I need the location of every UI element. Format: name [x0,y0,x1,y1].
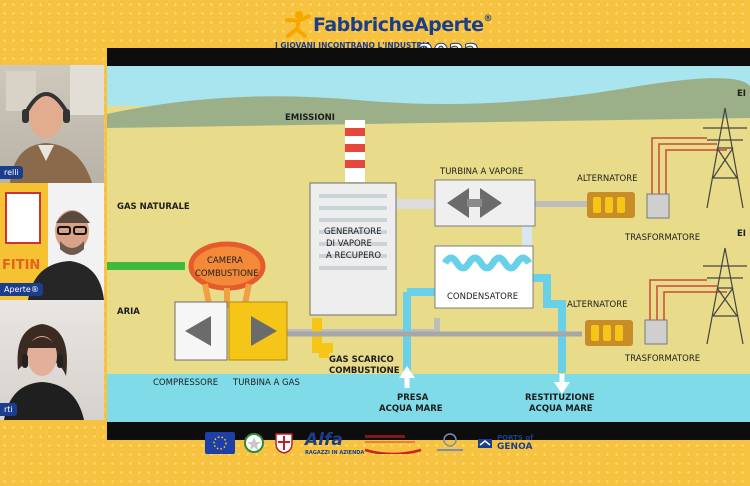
label-generatore-2: DI VAPORE [326,239,372,249]
label-compressore: COMPRESSORE [153,378,218,388]
brand-text: FabbricheAperte [313,14,484,36]
label-alternatore-top: ALTERNATORE [577,174,638,184]
participant-1-name: relli [0,166,23,179]
label-gas-scarico-1: GAS SCARICO [329,355,394,365]
participant-1-figure [6,65,104,183]
participant-3-figure [4,324,84,420]
label-edge-bottom: EI [737,229,746,239]
label-presa-1: PRESA [397,393,429,403]
combined-cycle-diagram: EMISSIONI GAS NATURALE ARIA CAMERA COMBU… [107,66,750,422]
label-turbina-gas: TURBINA A GAS [232,378,300,388]
participant-2-figure: FITIN [0,183,104,300]
label-alternatore-bottom: ALTERNATORE [567,300,628,310]
label-trasformatore-bottom: TRASFORMATORE [624,354,700,364]
ports-icon [478,439,492,448]
participant-video-2[interactable]: FITIN Aperte® [0,183,104,300]
label-presa-2: ACQUA MARE [379,404,443,414]
registered-mark: ® [483,14,492,24]
label-emissioni: EMISSIONI [285,113,335,123]
power-pylon-bottom [703,247,747,345]
label-turbina-vapore: TURBINA A VAPORE [439,167,523,177]
label-generatore-3: A RECUPERO [326,251,381,261]
genoa-text: GENOA [497,442,533,452]
label-condensatore: CONDENSATORE [447,292,518,302]
alternator-bottom [585,320,633,346]
label-camera: CAMERA [207,256,243,266]
alfa-logo: Alfa RAGAZZI IN AZIENDA [305,430,365,456]
participant-video-3[interactable]: rti [0,300,104,420]
regione-liguria-icon [273,432,295,454]
label-restituzione-2: ACQUA MARE [529,404,593,414]
participant-2-name: Aperte® [0,283,43,296]
brand-title: FabbricheAperte® [313,14,492,36]
label-restituzione-1: RESTITUZIONE [525,393,595,403]
alternator-top [587,192,635,218]
camera-commercio-logo [363,432,423,456]
label-gas-naturale: GAS NATURALE [117,202,190,212]
participant-video-1[interactable]: relli [0,65,104,183]
running-figure-icon [285,11,311,38]
label-trasformatore-top: TRASFORMATORE [624,233,700,243]
ports-text: PORTS of [497,434,534,442]
sponsor-logos: Alfa RAGAZZI IN AZIENDA PORTS of GENOA [205,430,555,470]
alfa-text: Alfa [305,430,343,450]
participant-3-name: rti [0,403,17,416]
label-gas-scarico-2: COMBUSTIONE [329,366,400,376]
tagline: I GIOVANI INCONTRANO L'INDUSTRIA [275,41,431,50]
chimney [345,120,365,182]
shared-slide: EMISSIONI GAS NATURALE ARIA CAMERA COMBU… [107,48,750,440]
ufficio-scolastico-logo [433,432,467,454]
republic-emblem-icon [243,432,265,454]
participant-2-sign: FITIN [2,258,40,273]
label-edge-top: EI [737,89,746,99]
power-pylon-top [703,107,747,209]
label-combustione: COMBUSTIONE [195,269,259,279]
label-generatore-1: GENERATORE [324,227,382,237]
label-aria: ARIA [117,307,140,317]
eu-flag-icon [205,432,235,454]
ragazzi-text: RAGAZZI IN AZIENDA [305,450,365,456]
